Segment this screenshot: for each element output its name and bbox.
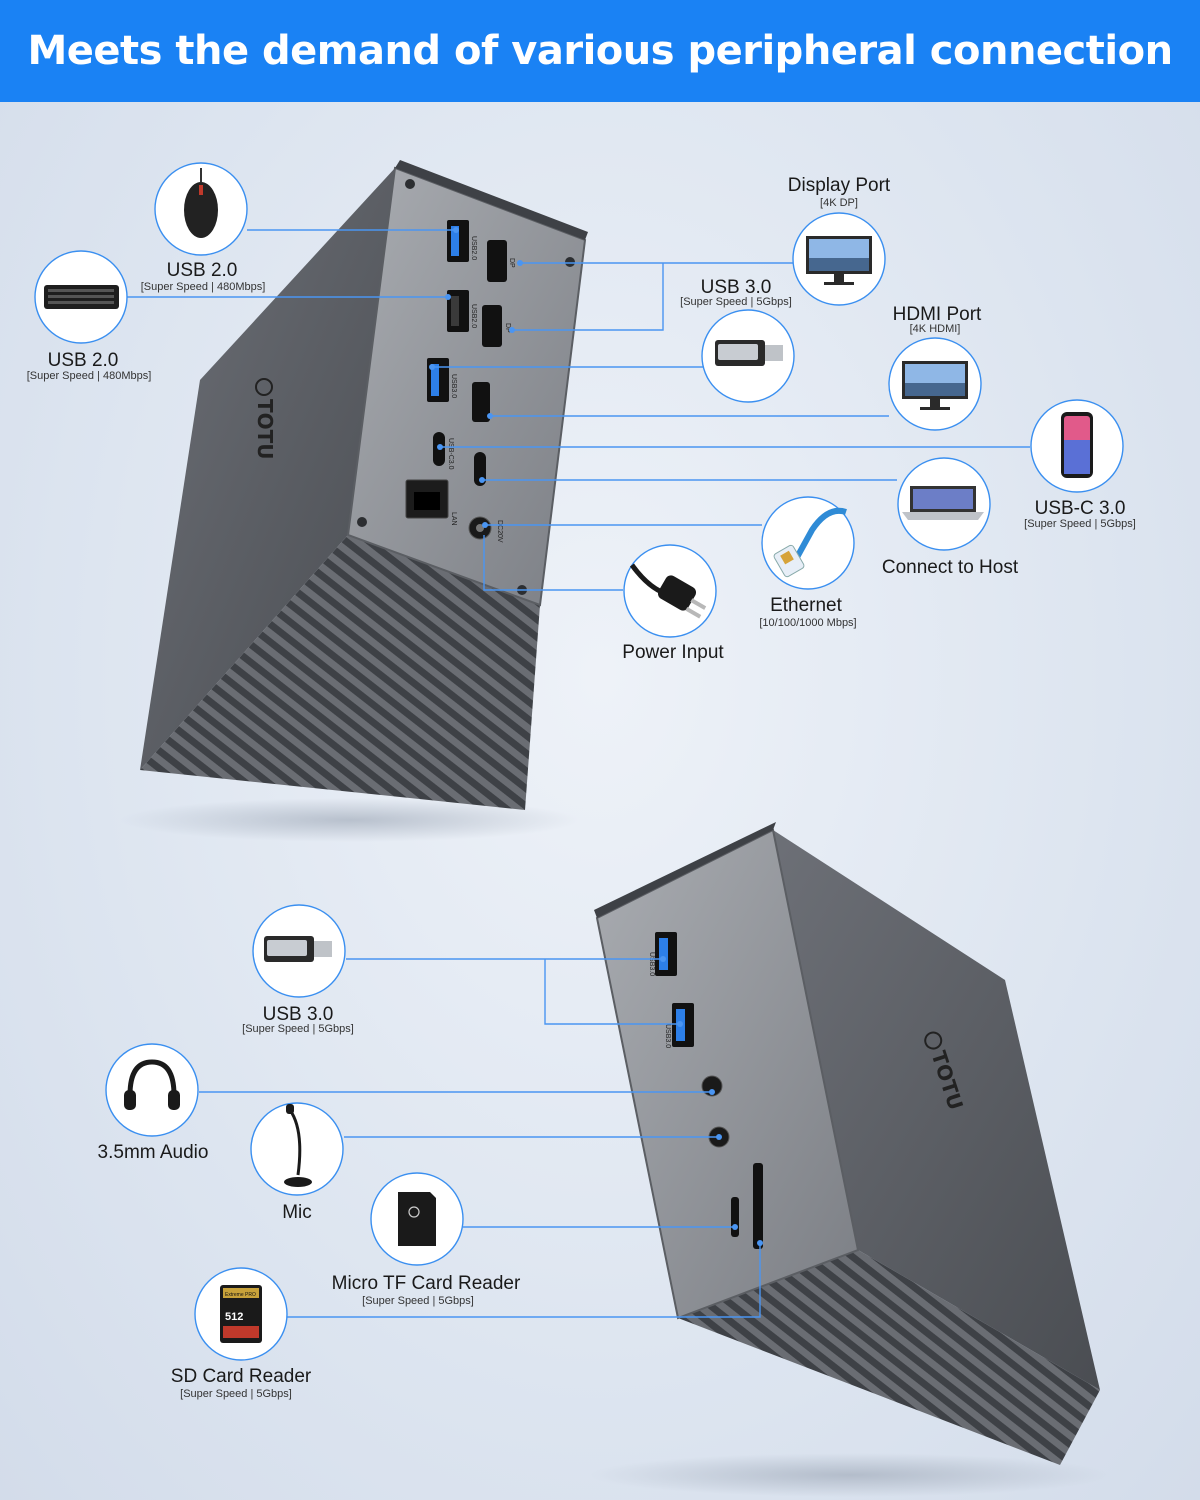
top-wires xyxy=(127,227,1030,591)
top-device-side xyxy=(140,168,395,770)
front-usb3-label: USB 3.0 xyxy=(263,1004,334,1025)
displayport-label: Display Port xyxy=(788,175,891,196)
dp-marking-1: DP xyxy=(508,258,515,268)
usb3-drive-peripheral xyxy=(701,309,795,403)
dc-marking: DC20V xyxy=(496,520,503,543)
power-label: Power Input xyxy=(622,642,724,663)
front-usb3-sub: [Super Speed | 5Gbps] xyxy=(242,1023,354,1035)
top-logo-text: TOTU xyxy=(253,399,277,460)
usbc-label: USB-C 3.0 xyxy=(1035,498,1126,519)
displayport-1 xyxy=(487,240,507,282)
dock-front-view: USB3.0 USB3.0 TOTU xyxy=(590,822,1110,1497)
bottom-wires xyxy=(199,956,763,1318)
sd-peripheral: Extreme PRO 512 xyxy=(194,1267,288,1361)
hdmi-sub: [4K HDMI] xyxy=(910,323,961,335)
sd-card-size: 512 xyxy=(225,1311,243,1323)
top-device-shadow xyxy=(120,798,580,842)
audio-label: 3.5mm Audio xyxy=(98,1142,209,1163)
bottom-device-side xyxy=(773,830,1100,1390)
power-plug-icon xyxy=(629,563,707,619)
audio-peripheral xyxy=(105,1043,199,1137)
displayport-2 xyxy=(482,305,502,347)
monitor-icon xyxy=(902,361,968,410)
mouse-usb-label: USB 2.0 xyxy=(167,260,238,281)
displayport-sub: [4K DP] xyxy=(820,197,858,209)
usbc-sub: [Super Speed | 5Gbps] xyxy=(1024,518,1136,530)
laptop-icon xyxy=(902,486,984,520)
displayport-peripheral xyxy=(792,212,886,306)
monitor-icon xyxy=(806,236,872,285)
tf-peripheral xyxy=(370,1172,464,1266)
usbc-peripheral xyxy=(1030,399,1124,493)
mic-label: Mic xyxy=(282,1202,312,1223)
sd-card-icon: Extreme PRO 512 xyxy=(220,1285,262,1343)
mouse-usb-sub: [Super Speed | 480Mbps] xyxy=(141,281,266,293)
mouse-icon xyxy=(184,168,218,238)
power-peripheral xyxy=(623,544,717,638)
host-peripheral xyxy=(897,457,991,551)
top-device-logo: TOTU xyxy=(253,378,277,460)
front-usb30-marking-2: USB3.0 xyxy=(664,1024,671,1048)
usb20-marking-2: USB2.0 xyxy=(470,304,477,328)
usb3-drive-label: USB 3.0 xyxy=(701,277,772,298)
dp-marking-2: DP xyxy=(504,323,511,333)
hdmi-port xyxy=(472,382,490,422)
keyboard-peripheral xyxy=(34,250,128,344)
totu-logo-icon xyxy=(255,378,273,396)
host-label: Connect to Host xyxy=(882,557,1019,578)
bottom-device-shadow xyxy=(590,1453,1110,1497)
sd-card-brand: Extreme PRO xyxy=(225,1292,256,1298)
micro-tf-slot xyxy=(731,1197,739,1237)
tf-sub: [Super Speed | 5Gbps] xyxy=(362,1295,474,1307)
microphone-icon xyxy=(284,1104,312,1187)
keyboard-usb-label: USB 2.0 xyxy=(48,350,119,371)
front-usb3-peripheral xyxy=(252,904,346,998)
dock-top-view: USB2.0 USB2.0 USB3.0 DP DP USB-C3.0 LAN … xyxy=(120,160,588,842)
micro-sd-icon xyxy=(398,1192,436,1246)
hdmi-label: HDMI Port xyxy=(893,304,982,325)
lan-marking: LAN xyxy=(450,512,457,526)
ethernet-sub: [10/100/1000 Mbps] xyxy=(759,617,856,629)
sd-sub: [Super Speed | 5Gbps] xyxy=(180,1388,292,1400)
phone-icon xyxy=(1061,412,1093,478)
usb30-marking: USB3.0 xyxy=(450,374,457,398)
keyboard-usb-sub: [Super Speed | 480Mbps] xyxy=(27,370,152,382)
usb20-marking-1: USB2.0 xyxy=(470,236,477,260)
mouse-peripheral xyxy=(154,162,248,256)
usbc-marking: USB-C3.0 xyxy=(447,438,454,470)
top-device-edge-fins xyxy=(395,160,588,240)
top-device-heatsink xyxy=(140,535,540,810)
ethernet-cable-icon xyxy=(773,507,847,578)
bottom-device-edge-fins xyxy=(594,822,776,918)
headphones-icon xyxy=(124,1059,180,1110)
headphone-jack xyxy=(701,1075,723,1097)
hdmi-peripheral xyxy=(888,337,982,431)
mic-peripheral xyxy=(250,1102,344,1196)
sd-card-slot xyxy=(753,1163,763,1249)
usb-drive-icon xyxy=(715,340,783,366)
usb-drive-icon xyxy=(264,936,332,962)
tf-label: Micro TF Card Reader xyxy=(332,1273,521,1294)
header-banner: Meets the demand of various peripheral c… xyxy=(0,0,1200,102)
front-usb30-marking-1: USB3.0 xyxy=(648,952,655,976)
usb3-drive-sub: [Super Speed | 5Gbps] xyxy=(680,296,792,308)
keyboard-icon xyxy=(44,285,119,309)
totu-logo-icon xyxy=(924,1031,943,1050)
ethernet-label: Ethernet xyxy=(770,595,843,616)
bottom-device-heatsink xyxy=(678,1250,1100,1465)
page-title: Meets the demand of various peripheral c… xyxy=(27,28,1173,74)
ethernet-peripheral xyxy=(761,496,855,590)
sd-label: SD Card Reader xyxy=(171,1366,312,1387)
